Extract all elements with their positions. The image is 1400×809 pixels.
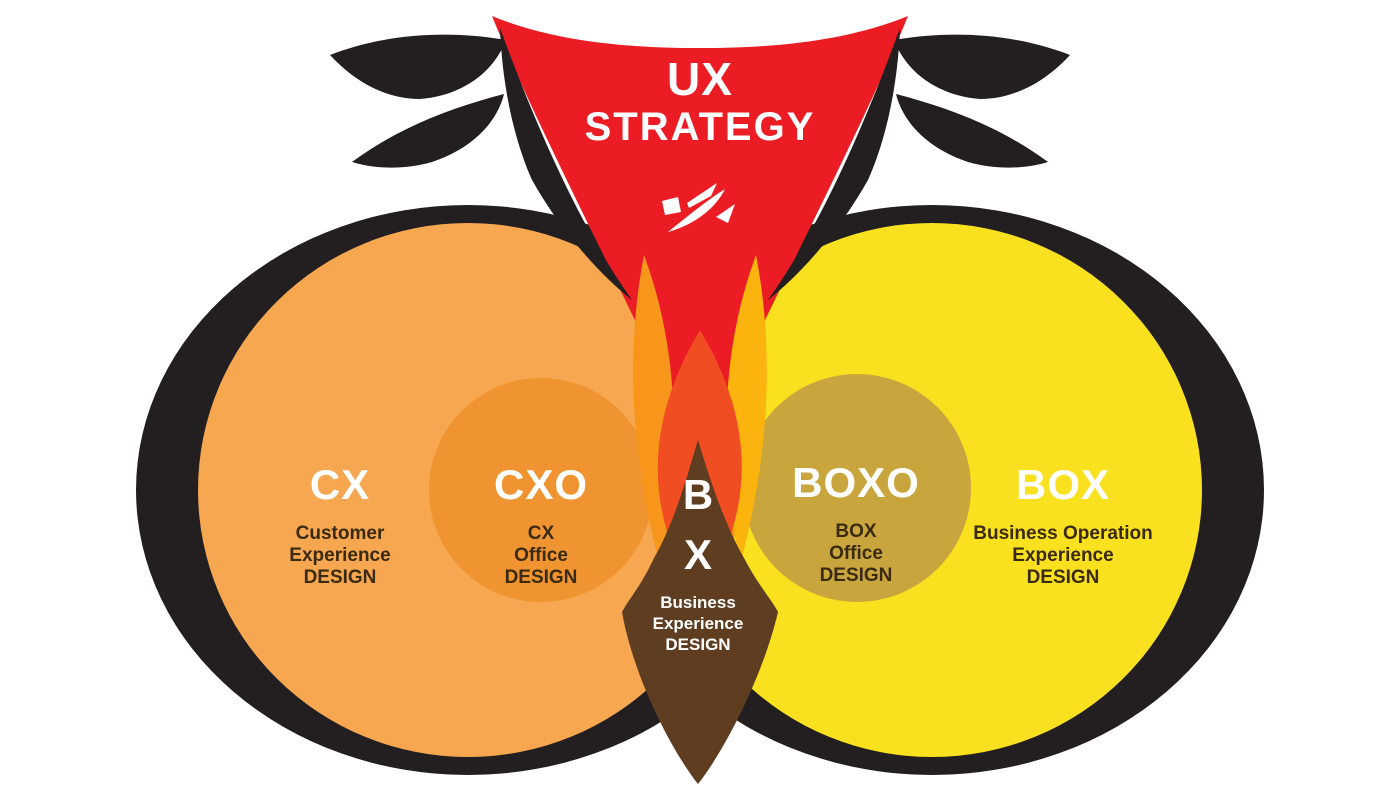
cxo-label: CXO (493, 461, 588, 508)
right-crest-feather (768, 28, 900, 300)
bx-letter-b: B (682, 471, 714, 518)
box-sublabel: Business Operation Experience DESIGN (973, 523, 1153, 588)
cx-label: CX (309, 461, 371, 508)
left-ear-upper-feather (330, 34, 506, 99)
left-ear-lower-feather (352, 94, 504, 168)
boxo-label: BOXO (792, 459, 920, 506)
cxo-sublabel: CX Office DESIGN (504, 523, 578, 588)
bx-letter-x: X (683, 531, 712, 578)
title-line-ux: UX (667, 53, 733, 105)
right-ear-lower-feather (896, 94, 1048, 168)
cxo-circle (429, 378, 653, 602)
right-ear-upper-feather (894, 34, 1070, 99)
boxo-sublabel: BOX Office DESIGN (819, 521, 893, 586)
title-line-strategy: STRATEGY (584, 105, 816, 149)
left-crest-feather (500, 28, 632, 300)
bx-beak-diamond (622, 440, 778, 784)
bx-sublabel: Business Experience DESIGN (652, 593, 744, 654)
box-label: BOX (1015, 461, 1110, 508)
boxo-circle (743, 374, 971, 602)
ux-strategy-wedge (492, 16, 908, 462)
spark-slash-icon (662, 183, 735, 232)
cx-sublabel: Customer Experience DESIGN (289, 523, 391, 588)
